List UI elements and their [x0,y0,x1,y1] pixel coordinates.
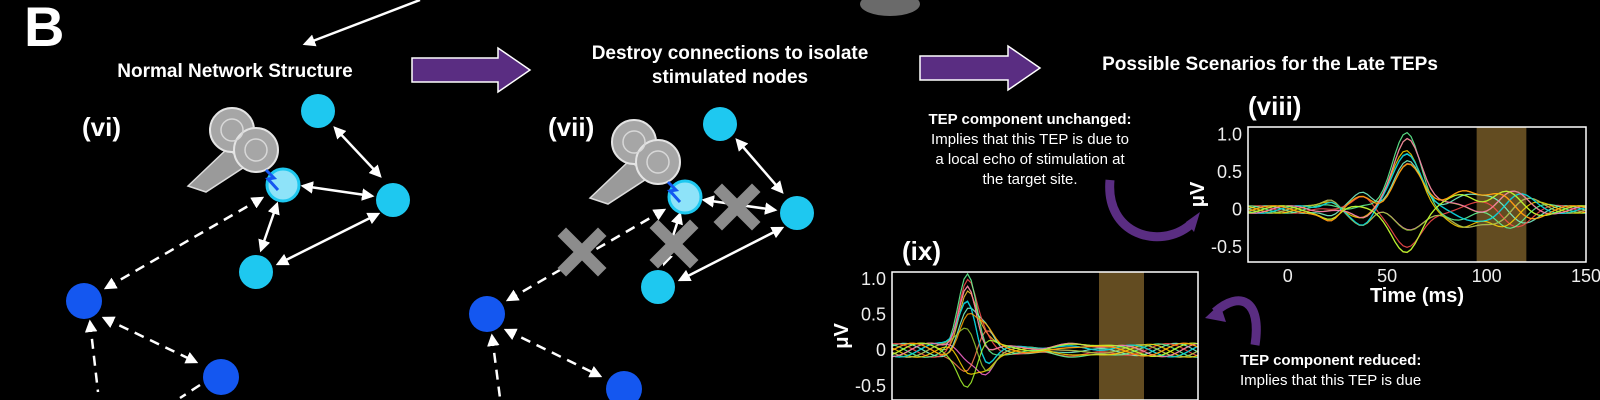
eeg-trace [1247,152,1587,226]
destroy-title-line2: stimulated nodes [651,67,809,88]
tms-coil-icon [186,107,280,193]
eeg-trace [891,312,1199,357]
purple-arrow-2 [919,44,1042,92]
eeg-trace [1247,137,1587,219]
label-vi: (vi) [82,112,121,142]
y-tick-label: 1.0 [861,269,886,289]
cut-x-icon [649,219,699,269]
chart-panel-label: (ix) [902,236,941,266]
scenario-unchanged-heading: TEP component unchanged: [928,111,1132,128]
node-light [301,94,335,128]
y-tick-label: 0 [1232,200,1242,220]
x-tick-label: 100 [1472,266,1502,286]
edge [300,181,375,201]
node-light [703,107,737,141]
eeg-trace [1247,190,1587,253]
curved-arrow-reduced [1212,296,1261,346]
scenarios-title: Possible Scenarios for the Late TEPs [1102,54,1438,75]
node-light [376,183,410,217]
edge [735,138,784,194]
network-vii [469,107,814,400]
cut-x-icon [557,227,607,277]
chart-ix: 1.0 0.5 0 -0.5 μV (ix) [831,236,1199,400]
scenario-reduced-line1: Implies that this TEP is due [1240,372,1422,389]
node-dark [606,371,642,400]
normal-network-title: Normal Network Structure [117,61,353,82]
curved-arrow-unchanged [1105,179,1193,242]
destroy-connections-title: Destroy connections to isolate stimulate… [540,42,920,90]
node-dark [469,296,505,332]
scenario-reduced-text: TEP component reduced: Implies that this… [1240,351,1540,391]
node-dark [203,359,239,395]
tms-coil-icon [588,119,682,205]
chart-panel-label: (viii) [1248,91,1301,121]
eeg-trace [891,285,1199,358]
incoming-arrow [302,0,421,47]
x-tick-label: 50 [1377,266,1397,286]
y-tick-label: 0.5 [861,305,886,325]
eeg-trace [891,285,1199,358]
x-tick-label: 0 [1283,266,1293,286]
node-light [239,255,273,289]
scenario-unchanged-text: TEP component unchanged: Implies that th… [880,110,1180,190]
plot-frame [1247,126,1587,263]
dashed-edge [487,333,502,399]
purple-arrow-1 [411,46,532,94]
dashed-edge [101,316,199,364]
y-tick-label: 1.0 [1217,125,1242,145]
edge [333,126,382,178]
scenario-unchanged-line2: a local echo of stimulation at [935,151,1125,168]
eeg-trace [1247,190,1587,254]
node-light [780,196,814,230]
scenario-unchanged-line1: Implies that this TEP is due to [931,131,1129,148]
network-vi [66,94,410,400]
scenario-unchanged-line3: the target site. [982,171,1078,188]
scenario-reduced-heading: TEP component reduced: [1240,352,1422,369]
x-tick-label: 150 [1571,266,1600,286]
edge [258,201,280,253]
y-axis-label: μV [831,323,853,349]
x-axis-label: Time (ms) [1370,285,1464,307]
highlight-window [1099,272,1144,400]
y-axis-label: μV [1187,181,1209,207]
y-tick-label: -0.5 [855,376,886,396]
cut-x-icon [713,183,761,231]
eeg-trace [891,343,1199,375]
dashed-edge [179,383,201,400]
node-dark [66,283,102,319]
curved-arrow-head [1205,304,1226,322]
chart-viii: 1.0 0.5 0 -0.5 0 50 100 150 μV Time (ms) (viii) [1187,91,1600,307]
node-light [641,270,675,304]
edge [677,226,785,282]
plot-frame [891,271,1199,400]
dashed-edge [84,319,100,393]
coil-fragment-top [860,0,920,16]
dashed-edge [103,196,265,290]
y-tick-label: -0.5 [1211,237,1242,257]
destroy-title-line1: Destroy connections to isolate [591,43,869,64]
y-tick-label: 0 [876,340,886,360]
panel-letter: B [24,0,65,58]
edge [275,212,381,266]
eeg-trace [1247,163,1587,222]
dashed-edge [503,328,603,378]
label-vii: (vii) [548,112,595,142]
curved-arrow-head [1186,212,1200,232]
y-tick-label: 0.5 [1217,162,1242,182]
